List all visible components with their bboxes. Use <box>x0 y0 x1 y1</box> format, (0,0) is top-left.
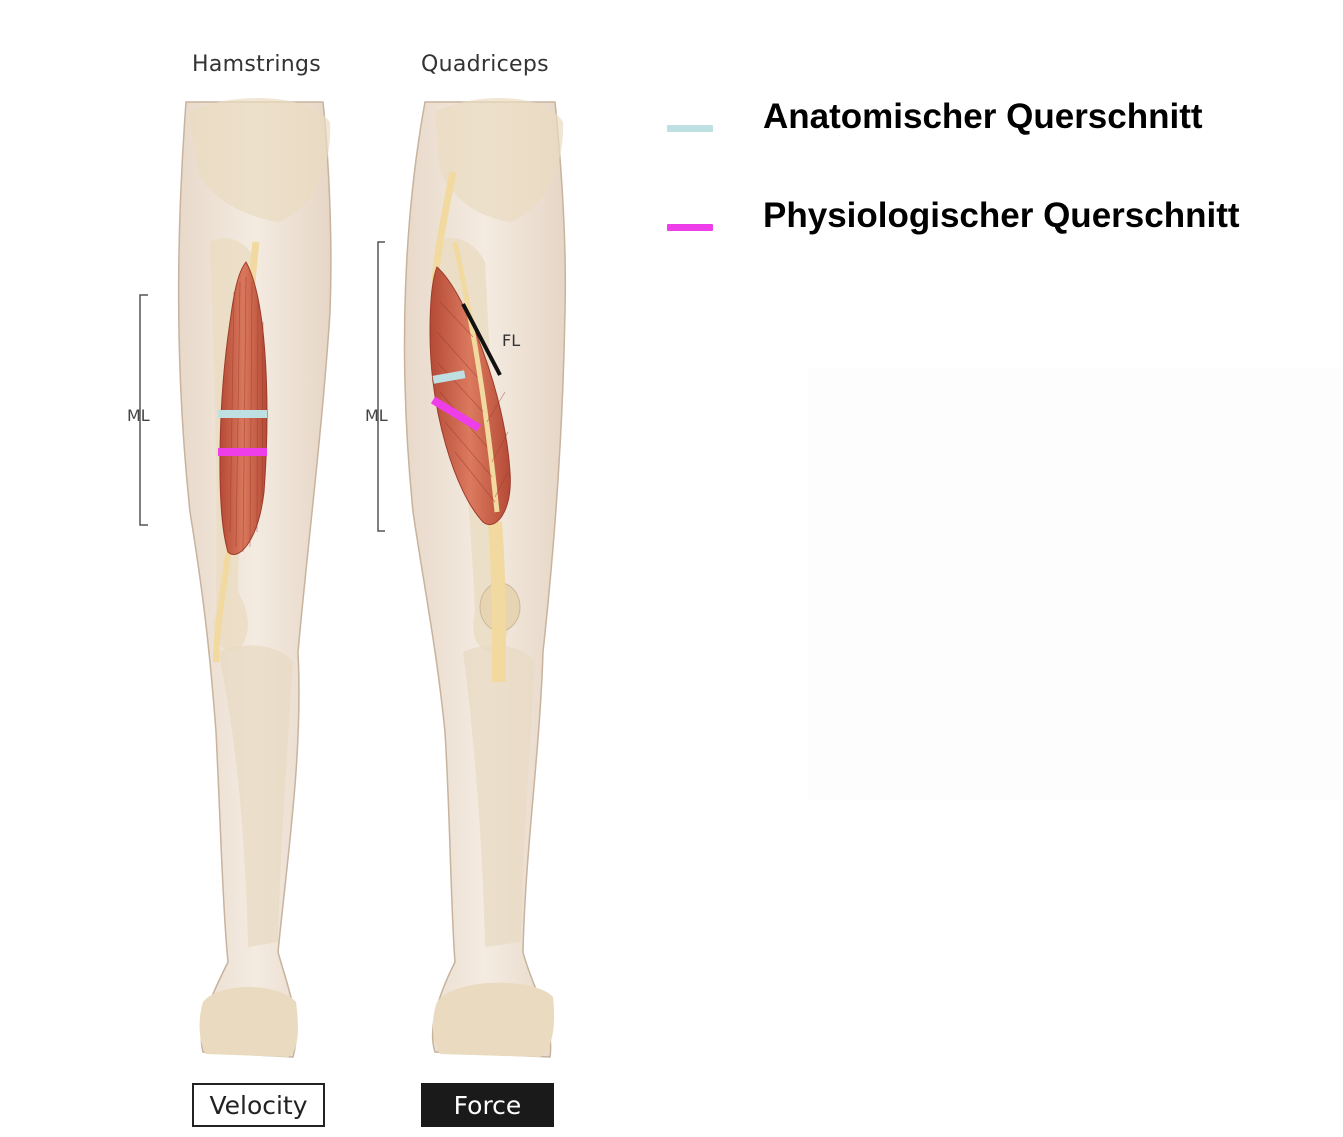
legend-swatch-anatomical <box>667 125 713 132</box>
hamstrings-heading: Hamstrings <box>192 52 322 77</box>
anatomical-cross-section-bar <box>432 370 466 384</box>
legend-label-anatomical: Anatomischer Querschnitt <box>763 97 1203 136</box>
physiological-cross-section-bar <box>430 396 482 432</box>
velocity-tag: Velocity <box>192 1083 325 1127</box>
fiber-length-line <box>461 303 502 376</box>
legend-item-anatomical: Anatomischer Querschnitt <box>667 97 1203 136</box>
faded-background-panel <box>808 368 1343 800</box>
quadriceps-heading: Quadriceps <box>421 52 549 77</box>
ml-label-hamstrings: ML <box>127 406 150 425</box>
legend-swatch-physiological <box>667 224 713 231</box>
quadriceps-leg-illustration <box>377 98 567 1058</box>
anatomical-cross-section-bar <box>218 410 267 418</box>
ml-label-quadriceps: ML <box>365 406 388 425</box>
legend-label-physiological: Physiologischer Querschnitt <box>763 196 1240 235</box>
physiological-cross-section-bar <box>218 448 267 456</box>
legend-item-physiological: Physiologischer Querschnitt <box>667 196 1240 235</box>
fl-label: FL <box>502 331 521 350</box>
force-tag: Force <box>421 1083 554 1127</box>
hamstrings-leg-illustration <box>139 98 332 1058</box>
